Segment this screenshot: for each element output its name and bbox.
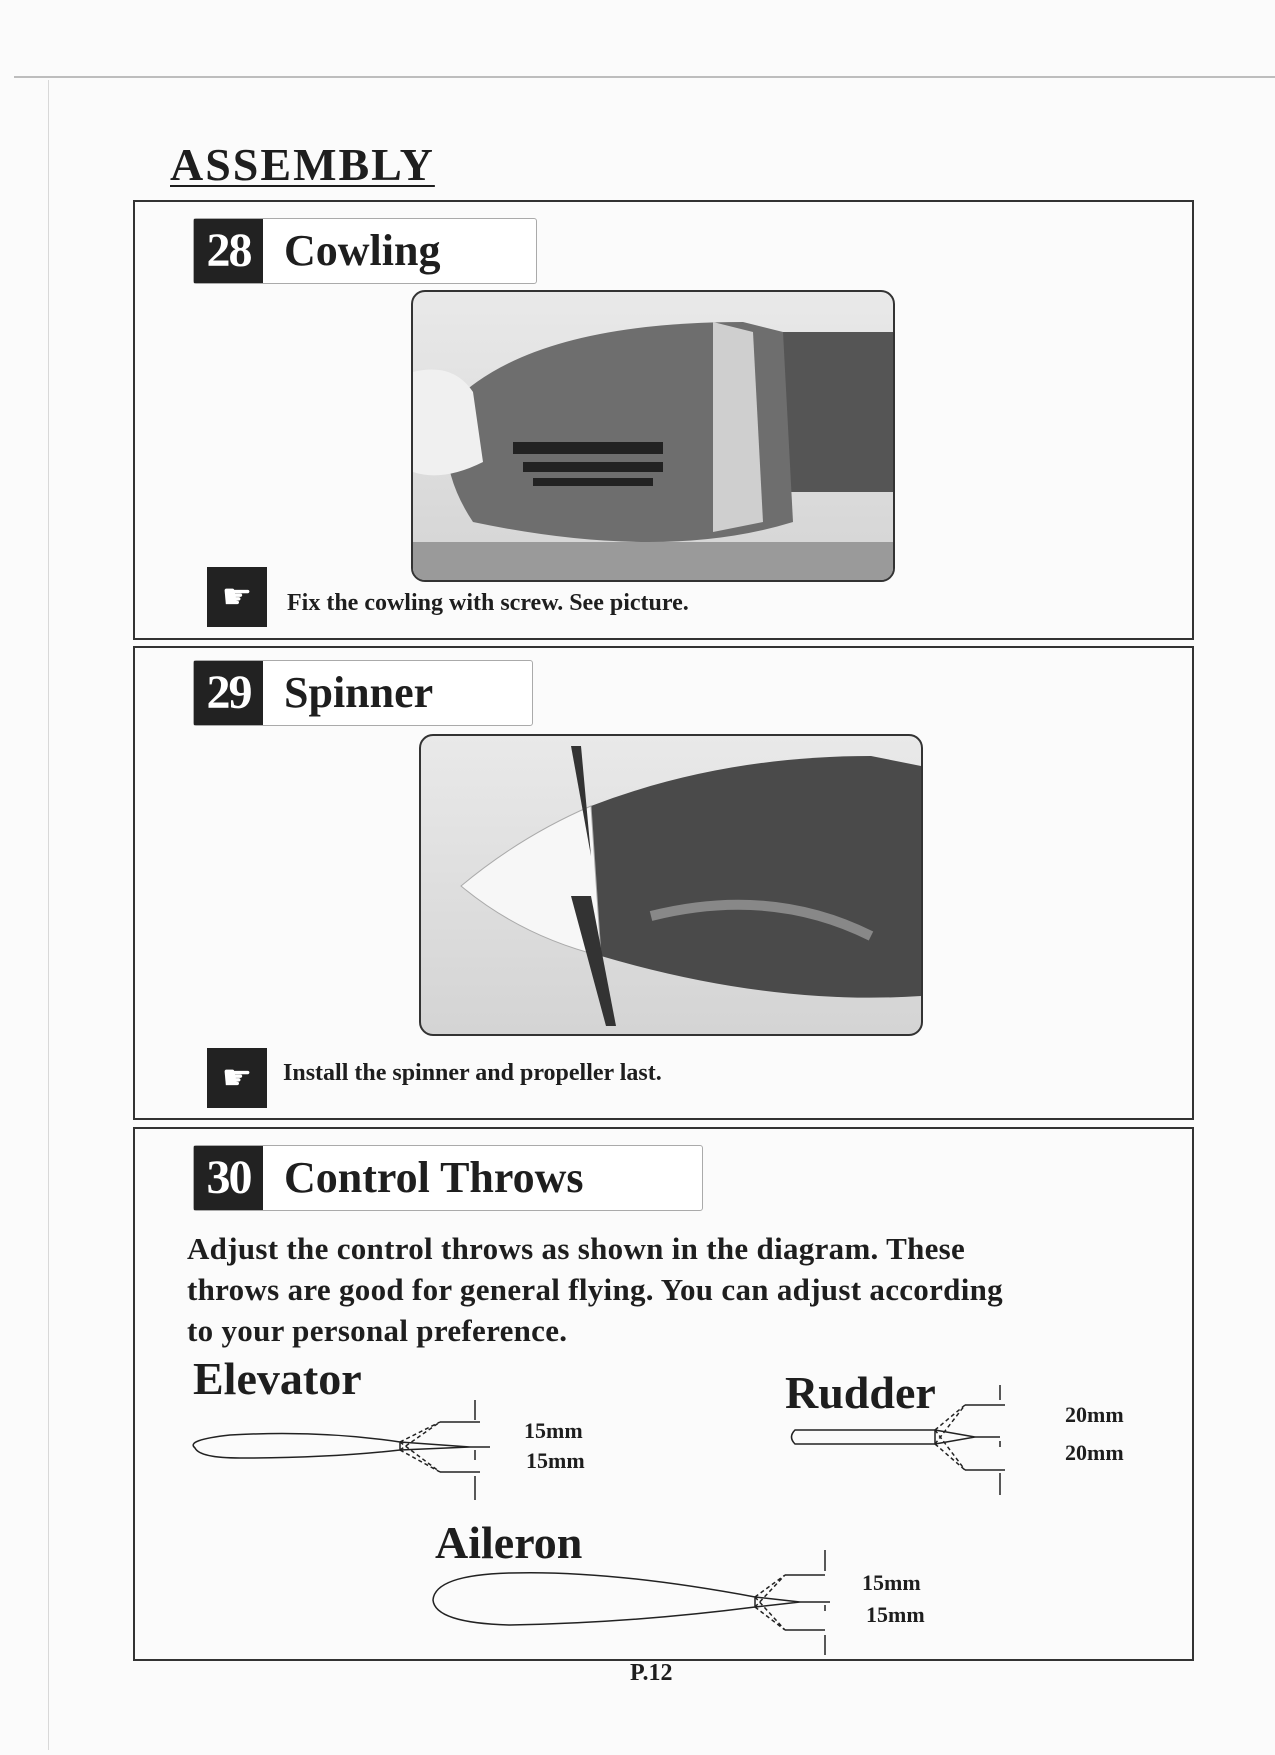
step-30-panel: 30 Control Throws xyxy=(133,1127,1194,1661)
rudder-down-throw: 20mm xyxy=(1065,1440,1124,1465)
step-note: Fix the cowling with screw. See picture. xyxy=(287,590,689,616)
top-divider xyxy=(14,76,1275,78)
paragraph-line: Adjust the control throws as shown in th… xyxy=(187,1231,966,1266)
paragraph-line: throws are good for general flying. You … xyxy=(187,1272,1003,1307)
step-number: 29 xyxy=(194,661,263,725)
step-title: Cowling xyxy=(284,226,441,275)
elevator-airfoil-diagram xyxy=(192,1400,490,1500)
aileron-label: Aileron xyxy=(435,1517,583,1568)
step-28-title: 28 Cowling xyxy=(193,218,537,284)
step-29-title: 29 Spinner xyxy=(193,660,533,726)
elevator-up-throw: 15mm xyxy=(524,1418,583,1443)
step-29-panel: 29 Spinner ☛ Install the spinner and pro… xyxy=(133,646,1194,1120)
step-title: Control Throws xyxy=(284,1153,584,1202)
rudder-label: Rudder xyxy=(785,1367,936,1418)
aileron-down-throw: 15mm xyxy=(866,1602,925,1627)
spinner-photo xyxy=(419,734,923,1036)
aileron-up-throw: 15mm xyxy=(862,1570,921,1595)
step-title: Spinner xyxy=(284,668,434,717)
step-number: 28 xyxy=(194,219,263,283)
step-28-panel: 28 Cowling ☛ Fix the cowling with screw.… xyxy=(133,200,1194,640)
step-30-title: 30 Control Throws xyxy=(193,1145,703,1211)
step-number: 30 xyxy=(194,1146,263,1210)
pointing-hand-icon: ☛ xyxy=(207,567,267,627)
binding-line xyxy=(48,80,49,1750)
paragraph-line: to your personal preference. xyxy=(187,1313,568,1348)
aileron-airfoil-diagram xyxy=(432,1550,830,1655)
spinner-illustration xyxy=(460,746,921,1026)
instructions-paragraph: Adjust the control throws as shown in th… xyxy=(187,1228,1187,1351)
cowling-illustration xyxy=(413,322,893,580)
section-heading: ASSEMBLY xyxy=(170,139,435,190)
step-note: Install the spinner and propeller last. xyxy=(283,1060,662,1086)
page-number: P.12 xyxy=(630,1660,673,1686)
pointing-hand-icon: ☛ xyxy=(207,1048,267,1108)
rudder-diagram xyxy=(790,1385,1005,1495)
cowling-photo xyxy=(411,290,895,582)
elevator-down-throw: 15mm xyxy=(526,1448,585,1473)
rudder-up-throw: 20mm xyxy=(1065,1402,1124,1427)
elevator-label: Elevator xyxy=(193,1353,362,1404)
